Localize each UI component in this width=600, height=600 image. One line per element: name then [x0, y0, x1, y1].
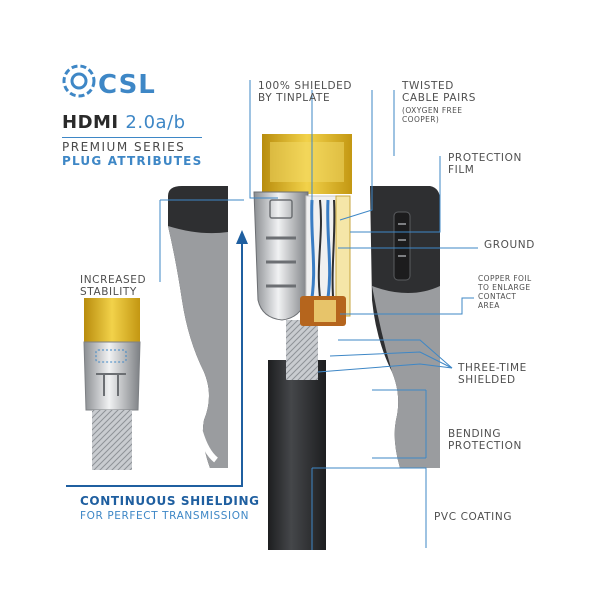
continuous-shielding-title: CONTINUOUS SHIELDING [80, 494, 260, 508]
product-version: 2.0a/b [125, 112, 186, 133]
pvc-cable [268, 360, 326, 550]
product-name: HDMI [62, 112, 119, 133]
label-pvc-coating: PVC COATING [434, 511, 513, 523]
label-shielded-tinplate: 100% SHIELDED BY TINPLATE [258, 80, 353, 105]
internal-wires [300, 195, 351, 326]
detail-plug [83, 298, 141, 470]
right-housing [370, 186, 440, 468]
label-ground: GROUND [484, 239, 535, 251]
chrome-housing [253, 191, 309, 321]
brand-name: CSL [98, 70, 156, 100]
product-title: HDMI 2.0a/b [62, 112, 186, 133]
attributes-label: PLUG ATTRIBUTES [62, 154, 203, 168]
callout-lines [159, 80, 478, 550]
label-copper-foil: COPPER FOIL TO ENLARGE CONTACT AREA [478, 274, 532, 310]
continuous-shielding-subtitle: FOR PERFECT TRANSMISSION [80, 510, 250, 522]
csl-logo-icon [62, 64, 96, 98]
label-three-time-shielded: THREE-TIME SHIELDED [458, 362, 527, 387]
left-housing [168, 186, 228, 468]
label-increased-stability: INCREASED STABILITY [80, 274, 147, 299]
braided-shield [286, 320, 318, 380]
label-bending-protection: BENDING PROTECTION [448, 428, 522, 453]
label-twisted-pairs-note: (OXYGEN FREE COOPER) [402, 106, 463, 124]
continuous-shielding-arrow [66, 230, 248, 487]
gold-connector-main [262, 134, 352, 194]
heading-divider [62, 137, 202, 138]
label-protection-film: PROTECTION FILM [448, 152, 522, 177]
series-label: PREMIUM SERIES [62, 140, 186, 154]
label-twisted-pairs: TWISTED CABLE PAIRS [402, 80, 477, 105]
